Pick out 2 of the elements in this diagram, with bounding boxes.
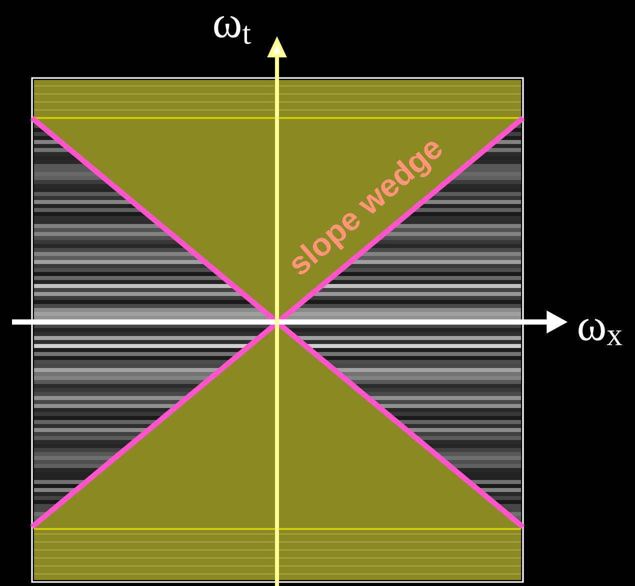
axis-label: ω$_{x}$ — [578, 318, 622, 346]
axis-label: ω$_{t}$ — [214, 16, 251, 44]
